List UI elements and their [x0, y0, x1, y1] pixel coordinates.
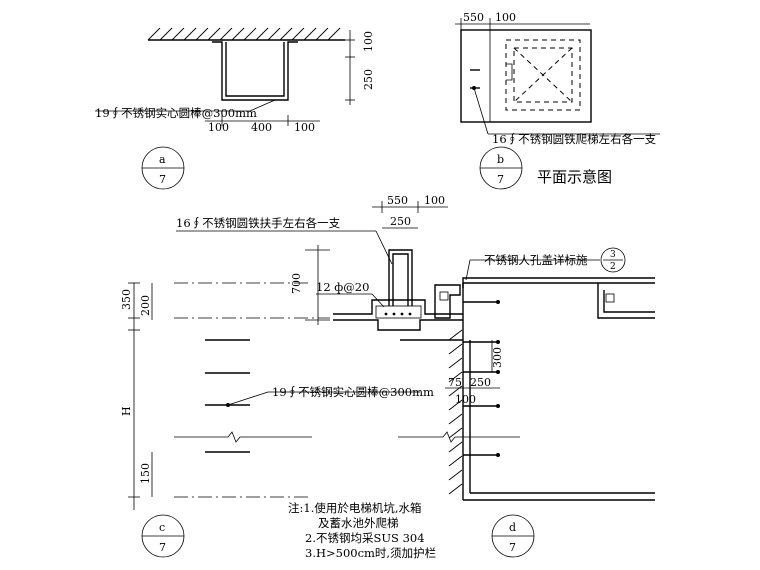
dim-150: 150 [139, 463, 152, 484]
section-marker-c: c 7 [141, 514, 185, 558]
dim-250: 250 [362, 69, 375, 90]
hatch-line [303, 27, 317, 41]
hatch-line [448, 343, 463, 355]
wall-hatch [448, 329, 463, 495]
slab-hatch [147, 27, 341, 41]
hatch-line [448, 357, 463, 369]
view-d-section: 300 75 250 100 不锈钢人孔盖详标施 3 2 d 7 [398, 247, 655, 558]
marker-letter: b [497, 153, 504, 166]
note-line-1: 注:1.使用於电梯机坑,水箱 [288, 501, 422, 515]
hatch-line [147, 27, 161, 41]
hatch-line [183, 27, 197, 41]
hatch-line [267, 27, 281, 41]
dim-100: 100 [455, 393, 476, 406]
marker-sheet: 7 [159, 541, 166, 554]
section-marker-d: d 7 [491, 514, 535, 558]
ladder-note: 16∮不锈钢圆铁爬梯左右各一支 [492, 132, 657, 146]
hatch-line [219, 27, 233, 41]
rung-note: 19∮不锈钢实心圆棒@300mm [272, 385, 434, 399]
dim-550: 550 [387, 194, 408, 207]
note-line-2: 及蓄水池外爬梯 [318, 516, 399, 530]
dim-H: H [120, 406, 133, 416]
manhole-note: 不锈钢人孔盖详标施 [484, 253, 588, 267]
hatch-line [315, 27, 329, 41]
hatch-line [195, 27, 209, 41]
hatch-line [448, 427, 463, 439]
dim-100: 100 [362, 31, 375, 52]
hatch-line [448, 413, 463, 425]
marker-sheet: 7 [159, 173, 166, 186]
section-marker-b: b 7 [479, 146, 523, 190]
detail-ref-number: 3 [610, 250, 616, 260]
dim-400: 400 [251, 121, 272, 134]
hatch-line [327, 27, 341, 41]
wall-rungs [463, 300, 500, 457]
plan-caption: 平面示意图 [537, 168, 612, 186]
hatch-line [159, 27, 173, 41]
hatch-line [448, 329, 463, 341]
marker-sheet: 7 [509, 541, 516, 554]
dim-700: 700 [290, 273, 303, 294]
hatch-line [448, 469, 463, 481]
dim-100: 100 [424, 194, 445, 207]
dim-250: 250 [470, 376, 491, 389]
marker-letter: d [509, 521, 516, 534]
dim-100-right: 100 [294, 121, 315, 134]
dim-75: 75 [448, 376, 462, 389]
detail-ref-sheet: 2 [610, 262, 616, 272]
hatch-line [448, 483, 463, 495]
hatch-line [291, 27, 305, 41]
view-c-section: 550 100 250 16∮不锈钢圆铁扶手左右各一支 700 12 ф@20 [120, 194, 463, 558]
note-line-4: 3.H>500cm时,须加护栏 [305, 546, 436, 560]
view-b-plan: 550 100 16∮不锈钢圆铁爬梯左右各一支 b 7 平面示意图 [455, 11, 660, 190]
dim-250: 250 [390, 215, 411, 228]
dim-550: 550 [463, 11, 484, 24]
marker-sheet: 7 [497, 173, 504, 186]
note-line-3: 2.不锈钢均采SUS 304 [305, 531, 425, 545]
hatch-line [448, 371, 463, 383]
handrail-note: 16∮不锈钢圆铁扶手左右各一支 [176, 216, 341, 230]
hatch-line [243, 27, 257, 41]
hatch-line [448, 441, 463, 453]
rung-note: 19∮不锈钢实心圆棒@300mm [95, 106, 257, 120]
rebar-note: 12 ф@20 [316, 280, 369, 294]
hatch-line [171, 27, 185, 41]
dim-100-left: 100 [208, 121, 229, 134]
dim-100: 100 [495, 11, 516, 24]
hatch-line [279, 27, 293, 41]
hatch-line [207, 27, 221, 41]
hatch-line [448, 455, 463, 467]
dim-350: 350 [120, 289, 133, 310]
hatch-line [231, 27, 245, 41]
view-a-section: 100 250 19∮不锈钢实心圆棒@300mm 100 400 100 a 7 [95, 27, 375, 190]
detail-ref-circle: 3 2 [600, 247, 626, 273]
section-marker-a: a 7 [141, 146, 185, 190]
hatch-line [448, 399, 463, 411]
general-notes: 注:1.使用於电梯机坑,水箱 及蓄水池外爬梯 2.不锈钢均采SUS 304 3.… [288, 501, 436, 560]
dim-300: 300 [491, 347, 504, 368]
dim-200: 200 [139, 295, 152, 316]
marker-letter: c [159, 521, 165, 534]
hatch-line [255, 27, 269, 41]
marker-letter: a [159, 153, 166, 166]
rebar-dots [384, 312, 412, 316]
